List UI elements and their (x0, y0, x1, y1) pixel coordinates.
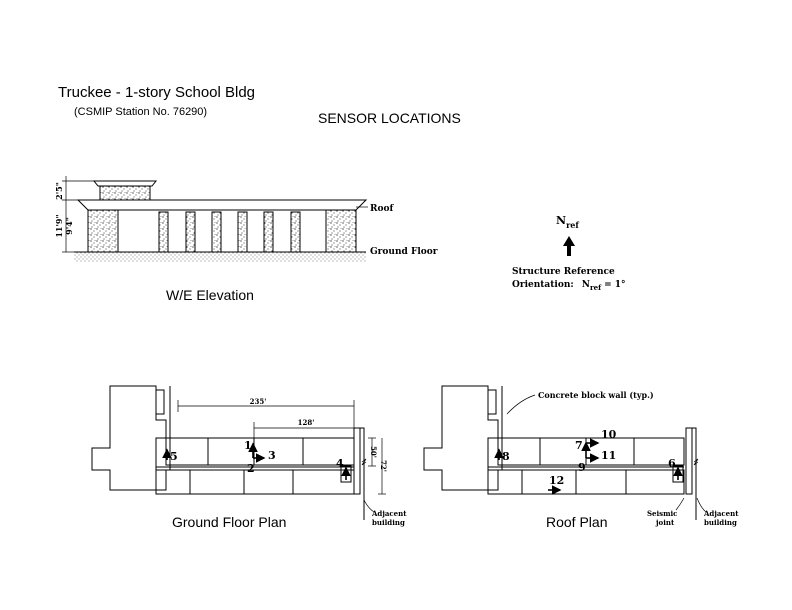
sensor-locations-heading: SENSOR LOCATIONS (318, 110, 461, 126)
ground-hatch (74, 252, 366, 262)
svg-text:7: 7 (575, 439, 583, 452)
dim-50-label: 50' (369, 446, 378, 458)
dim-72-label: 72' (379, 460, 388, 472)
north-arrow-icon (563, 236, 575, 256)
roof-west-wing-outline (423, 385, 499, 491)
roof-level-label: Roof (370, 204, 394, 214)
reference-orientation: Nref Structure Reference Orientation:Nre… (512, 214, 626, 292)
roof-plan: Concrete block wall (typ.) Seismic joint… (423, 385, 739, 530)
concrete-wall-leader (506, 394, 536, 415)
wall-piers (158, 211, 301, 253)
adjacent-building-label: Adjacent (371, 509, 407, 518)
seismic-joint-label: Seismic (647, 509, 677, 518)
concrete-wall-label: Concrete block wall (typ.) (538, 390, 654, 400)
station-number: (CSMIP Station No. 76290) (74, 106, 207, 118)
sensor-9: 9 (578, 461, 586, 474)
svg-text:joint: joint (655, 518, 675, 527)
end-wall-west (87, 209, 119, 253)
svg-text:building: building (704, 518, 737, 527)
north-classroom-wing (165, 437, 355, 466)
roof-plan-caption: Roof Plan (546, 514, 607, 530)
sensor-11: 11 (586, 449, 616, 463)
sensor-4: 4 (336, 457, 352, 483)
svg-text:8: 8 (502, 450, 510, 463)
roof-north-wing (497, 437, 685, 466)
svg-text:12: 12 (549, 474, 564, 487)
sensor-10: 10 (586, 428, 617, 448)
dim-128-label: 128' (298, 418, 315, 427)
dim-235-label: 235' (250, 397, 267, 406)
sensor-7: 7 (575, 439, 591, 458)
ground-floor-plan: 235' 128' 50' 72' Adjacent building 1 3 … (91, 385, 407, 530)
west-wing-walls (155, 389, 165, 415)
svg-text:4: 4 (336, 457, 344, 470)
sensor-6: 6 (668, 457, 684, 483)
sensor-2: 2 (247, 462, 255, 475)
svg-text:1: 1 (244, 439, 252, 452)
elevation-view: 2'5" 11'9" 9'4" Roof Ground Floor W/E El… (54, 176, 438, 303)
dim-total-height: 11'9" (54, 214, 64, 237)
west-wing-outline (91, 385, 167, 491)
dim-parapet-height: 2'5" (54, 182, 64, 200)
sensor-8: 8 (494, 448, 510, 463)
end-wall-east (325, 209, 357, 253)
rooftop-cap (92, 180, 158, 187)
sensor-12: 12 (548, 474, 564, 495)
svg-text:3: 3 (268, 449, 276, 462)
ground-level-label: Ground Floor (370, 247, 438, 257)
east-wall (353, 427, 361, 495)
sensor-5: 5 (162, 448, 178, 463)
ground-plan-caption: Ground Floor Plan (172, 514, 286, 530)
roof-adjacent-building-label: Adjacent (703, 509, 739, 518)
building-title: Truckee - 1-story School Bldg (58, 84, 255, 101)
structure-reference-label: Structure Reference (512, 267, 615, 277)
svg-text:11: 11 (601, 449, 616, 462)
north-label: Nref (556, 214, 579, 230)
svg-text:10: 10 (601, 428, 617, 441)
svg-text:6: 6 (668, 457, 676, 470)
svg-text:building: building (372, 518, 405, 527)
rooftop-unit (99, 185, 151, 201)
roof-south-wing (487, 469, 685, 495)
roof-east-wall (685, 427, 693, 495)
roof-slab (76, 199, 368, 211)
adjacent-building-edge (360, 427, 365, 520)
sensor-1: 1 (244, 439, 258, 458)
south-classroom-wing (155, 469, 355, 495)
orientation-label: Orientation:Nref= 1° (512, 280, 626, 292)
sensor-3: 3 (253, 449, 276, 463)
dim-story-height: 9'4" (64, 217, 74, 235)
svg-text:5: 5 (170, 450, 178, 463)
elevation-caption: W/E Elevation (166, 287, 254, 303)
